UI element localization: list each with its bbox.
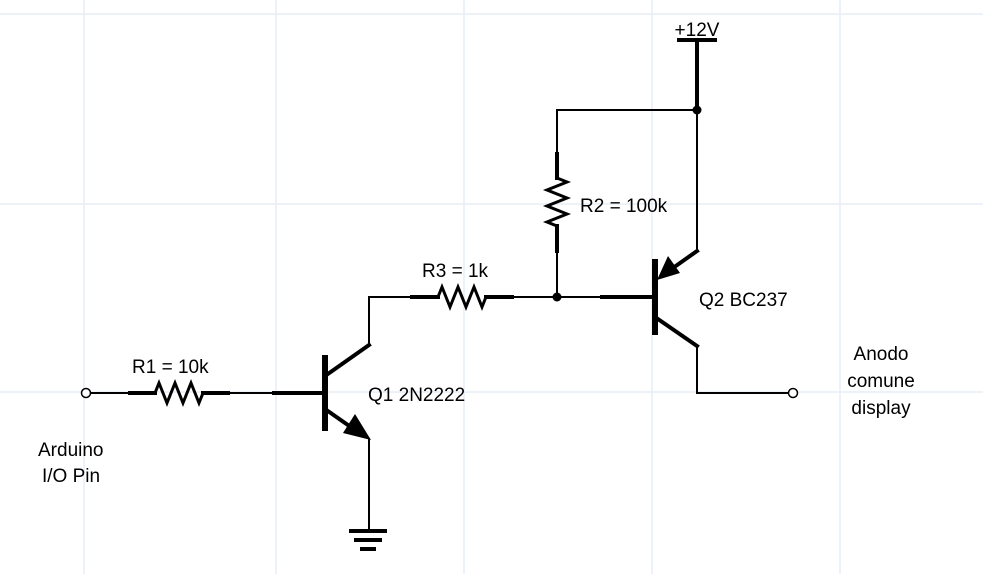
q1-label: Q1 2N2222 xyxy=(368,385,465,406)
output-label-line-2: comune xyxy=(847,371,915,392)
input-label-line-2: I/O Pin xyxy=(42,466,100,487)
wire-r2-supply xyxy=(556,109,698,155)
r3-label: R3 = 1k xyxy=(422,261,489,282)
q1-emitter-arrow xyxy=(343,414,371,440)
resistor-r3 xyxy=(436,282,488,312)
q2-emitter xyxy=(670,248,700,271)
q1-collector xyxy=(322,342,372,379)
resistor-r2 xyxy=(542,176,572,228)
input-terminal xyxy=(80,387,92,399)
wire-q1-collector-r3 xyxy=(368,296,413,346)
wire-q2-collector-output xyxy=(696,345,789,394)
q2-emitter-arrow xyxy=(657,256,680,280)
q2-label: Q2 BC237 xyxy=(699,290,788,311)
output-terminal xyxy=(787,387,799,399)
output-label-line-1: Anodo xyxy=(854,344,909,365)
resistor-r1 xyxy=(153,378,205,408)
q2-collector xyxy=(652,314,700,349)
input-label-line-1: Arduino xyxy=(38,440,104,461)
supply-label: +12V xyxy=(675,20,720,41)
output-label-line-3: display xyxy=(851,398,911,419)
r2-label: R2 = 100k xyxy=(580,196,668,217)
r1-label: R1 = 10k xyxy=(132,357,209,378)
